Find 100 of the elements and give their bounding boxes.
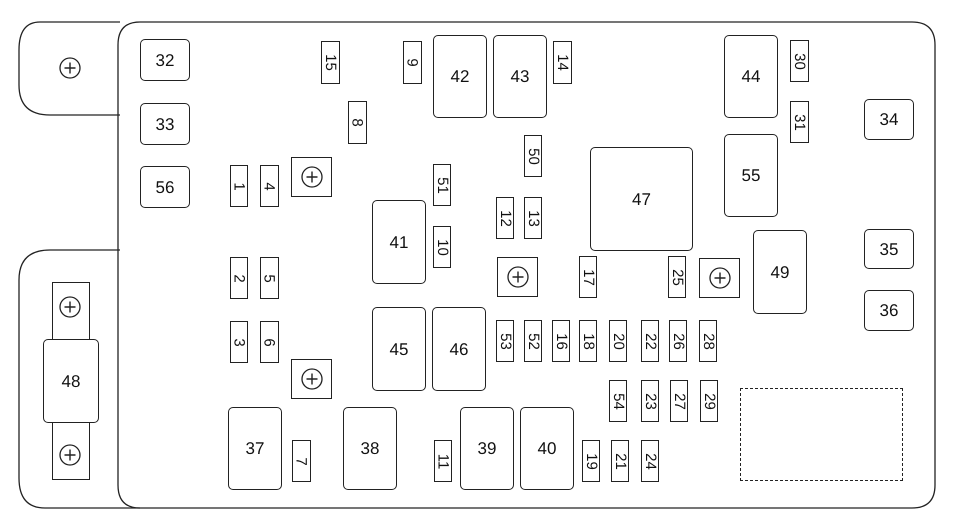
fuse — [641, 440, 659, 482]
fuse — [670, 380, 688, 422]
fuse — [609, 380, 627, 422]
fuse — [260, 165, 279, 207]
fuse-number: 35 — [880, 240, 898, 258]
fuse-number: 1 — [232, 182, 246, 190]
fuse-number: 3 — [232, 338, 246, 346]
fuse-number: 32 — [156, 52, 174, 68]
fuse-number: 12 — [498, 210, 512, 226]
fuse — [496, 197, 514, 239]
fuse — [230, 321, 248, 363]
fuse-number: 37 — [246, 440, 264, 457]
fuse-number: 42 — [450, 68, 470, 85]
fuse-number: 56 — [156, 178, 174, 196]
fuse-number: 18 — [580, 332, 596, 350]
relay — [493, 35, 547, 118]
fuse — [609, 320, 627, 362]
fuse-number: 39 — [478, 440, 496, 457]
fuse-number: 11 — [436, 453, 450, 469]
relay — [228, 407, 282, 490]
fuse-number: 45 — [390, 340, 408, 358]
fuse-number: 23 — [642, 392, 658, 410]
relay — [433, 35, 487, 118]
fuse-number: 34 — [880, 111, 898, 128]
fuse-number: 24 — [642, 452, 658, 470]
fuse-number: 21 — [612, 452, 628, 470]
fuse-number: 25 — [670, 268, 684, 286]
fuse — [579, 256, 597, 298]
fuse — [641, 380, 659, 422]
fuse-number: 46 — [450, 340, 468, 358]
fuse-number: 30 — [792, 52, 807, 70]
fuse-number: 5 — [262, 274, 277, 282]
relay — [590, 147, 693, 251]
fuse-number: 20 — [610, 332, 626, 350]
fuse-number: 50 — [526, 148, 540, 164]
fuse-number: 55 — [742, 167, 760, 184]
relay — [343, 407, 397, 490]
maxi-fuse — [140, 103, 190, 145]
fuse — [553, 41, 572, 84]
fuse — [524, 135, 542, 177]
fuse-number: 48 — [62, 372, 80, 390]
fuse — [641, 320, 659, 362]
fuse-number: 9 — [405, 58, 420, 67]
fuse — [260, 321, 279, 363]
fuse-number: 16 — [554, 332, 568, 350]
fuse — [582, 440, 600, 482]
fuse — [790, 101, 809, 143]
fuse-number: 7 — [294, 456, 309, 466]
fuse — [348, 101, 367, 144]
relay — [372, 200, 426, 284]
fuse-number: 17 — [580, 268, 596, 286]
fuse — [433, 164, 451, 206]
fuse — [790, 40, 809, 82]
fuse-number: 8 — [350, 118, 365, 127]
fuse-number: 27 — [672, 392, 686, 410]
fuse-number: 22 — [642, 332, 658, 350]
fuse-number: 15 — [323, 54, 338, 71]
fuse-number: 44 — [742, 68, 760, 85]
relay — [460, 407, 514, 490]
fuse — [611, 440, 629, 482]
fuse-number: 28 — [700, 332, 716, 350]
fuse — [433, 226, 451, 268]
relay — [432, 307, 486, 391]
maxi-fuse — [864, 99, 914, 140]
fuse-number: 31 — [792, 114, 807, 130]
fuse-number: 29 — [702, 392, 716, 410]
fuse-number: 33 — [156, 116, 174, 132]
fuse — [669, 320, 687, 362]
fuse — [579, 320, 597, 362]
fuse-number: 19 — [584, 452, 598, 470]
maxi-fuse — [140, 39, 190, 81]
fuse-number: 43 — [510, 68, 530, 85]
fuse — [524, 320, 542, 362]
fuse — [403, 41, 422, 84]
maxi-fuse — [864, 229, 914, 269]
fuse-number: 14 — [555, 54, 570, 71]
relay — [43, 339, 99, 423]
fuse — [260, 257, 279, 299]
fuse — [230, 165, 248, 207]
fuse-number: 53 — [498, 332, 512, 350]
fuse — [552, 320, 570, 362]
fuse-number: 6 — [262, 338, 277, 346]
fuse — [230, 257, 248, 299]
empty-slot — [740, 388, 903, 481]
relay — [724, 35, 778, 118]
fuse-number: 10 — [434, 238, 450, 256]
fuse — [292, 440, 311, 482]
relay — [372, 307, 426, 391]
maxi-fuse — [140, 166, 190, 208]
fuse-number: 38 — [360, 440, 380, 457]
fuse — [321, 41, 340, 84]
maxi-fuse — [864, 290, 914, 331]
fuse — [524, 197, 542, 239]
fuse — [434, 440, 452, 482]
fuse-number: 26 — [670, 332, 686, 350]
fuse-number: 36 — [880, 302, 898, 319]
fuse-number: 41 — [390, 234, 408, 250]
fuse-number: 40 — [538, 440, 556, 457]
fuse-number: 49 — [770, 264, 790, 280]
fuse-number: 2 — [232, 274, 246, 282]
